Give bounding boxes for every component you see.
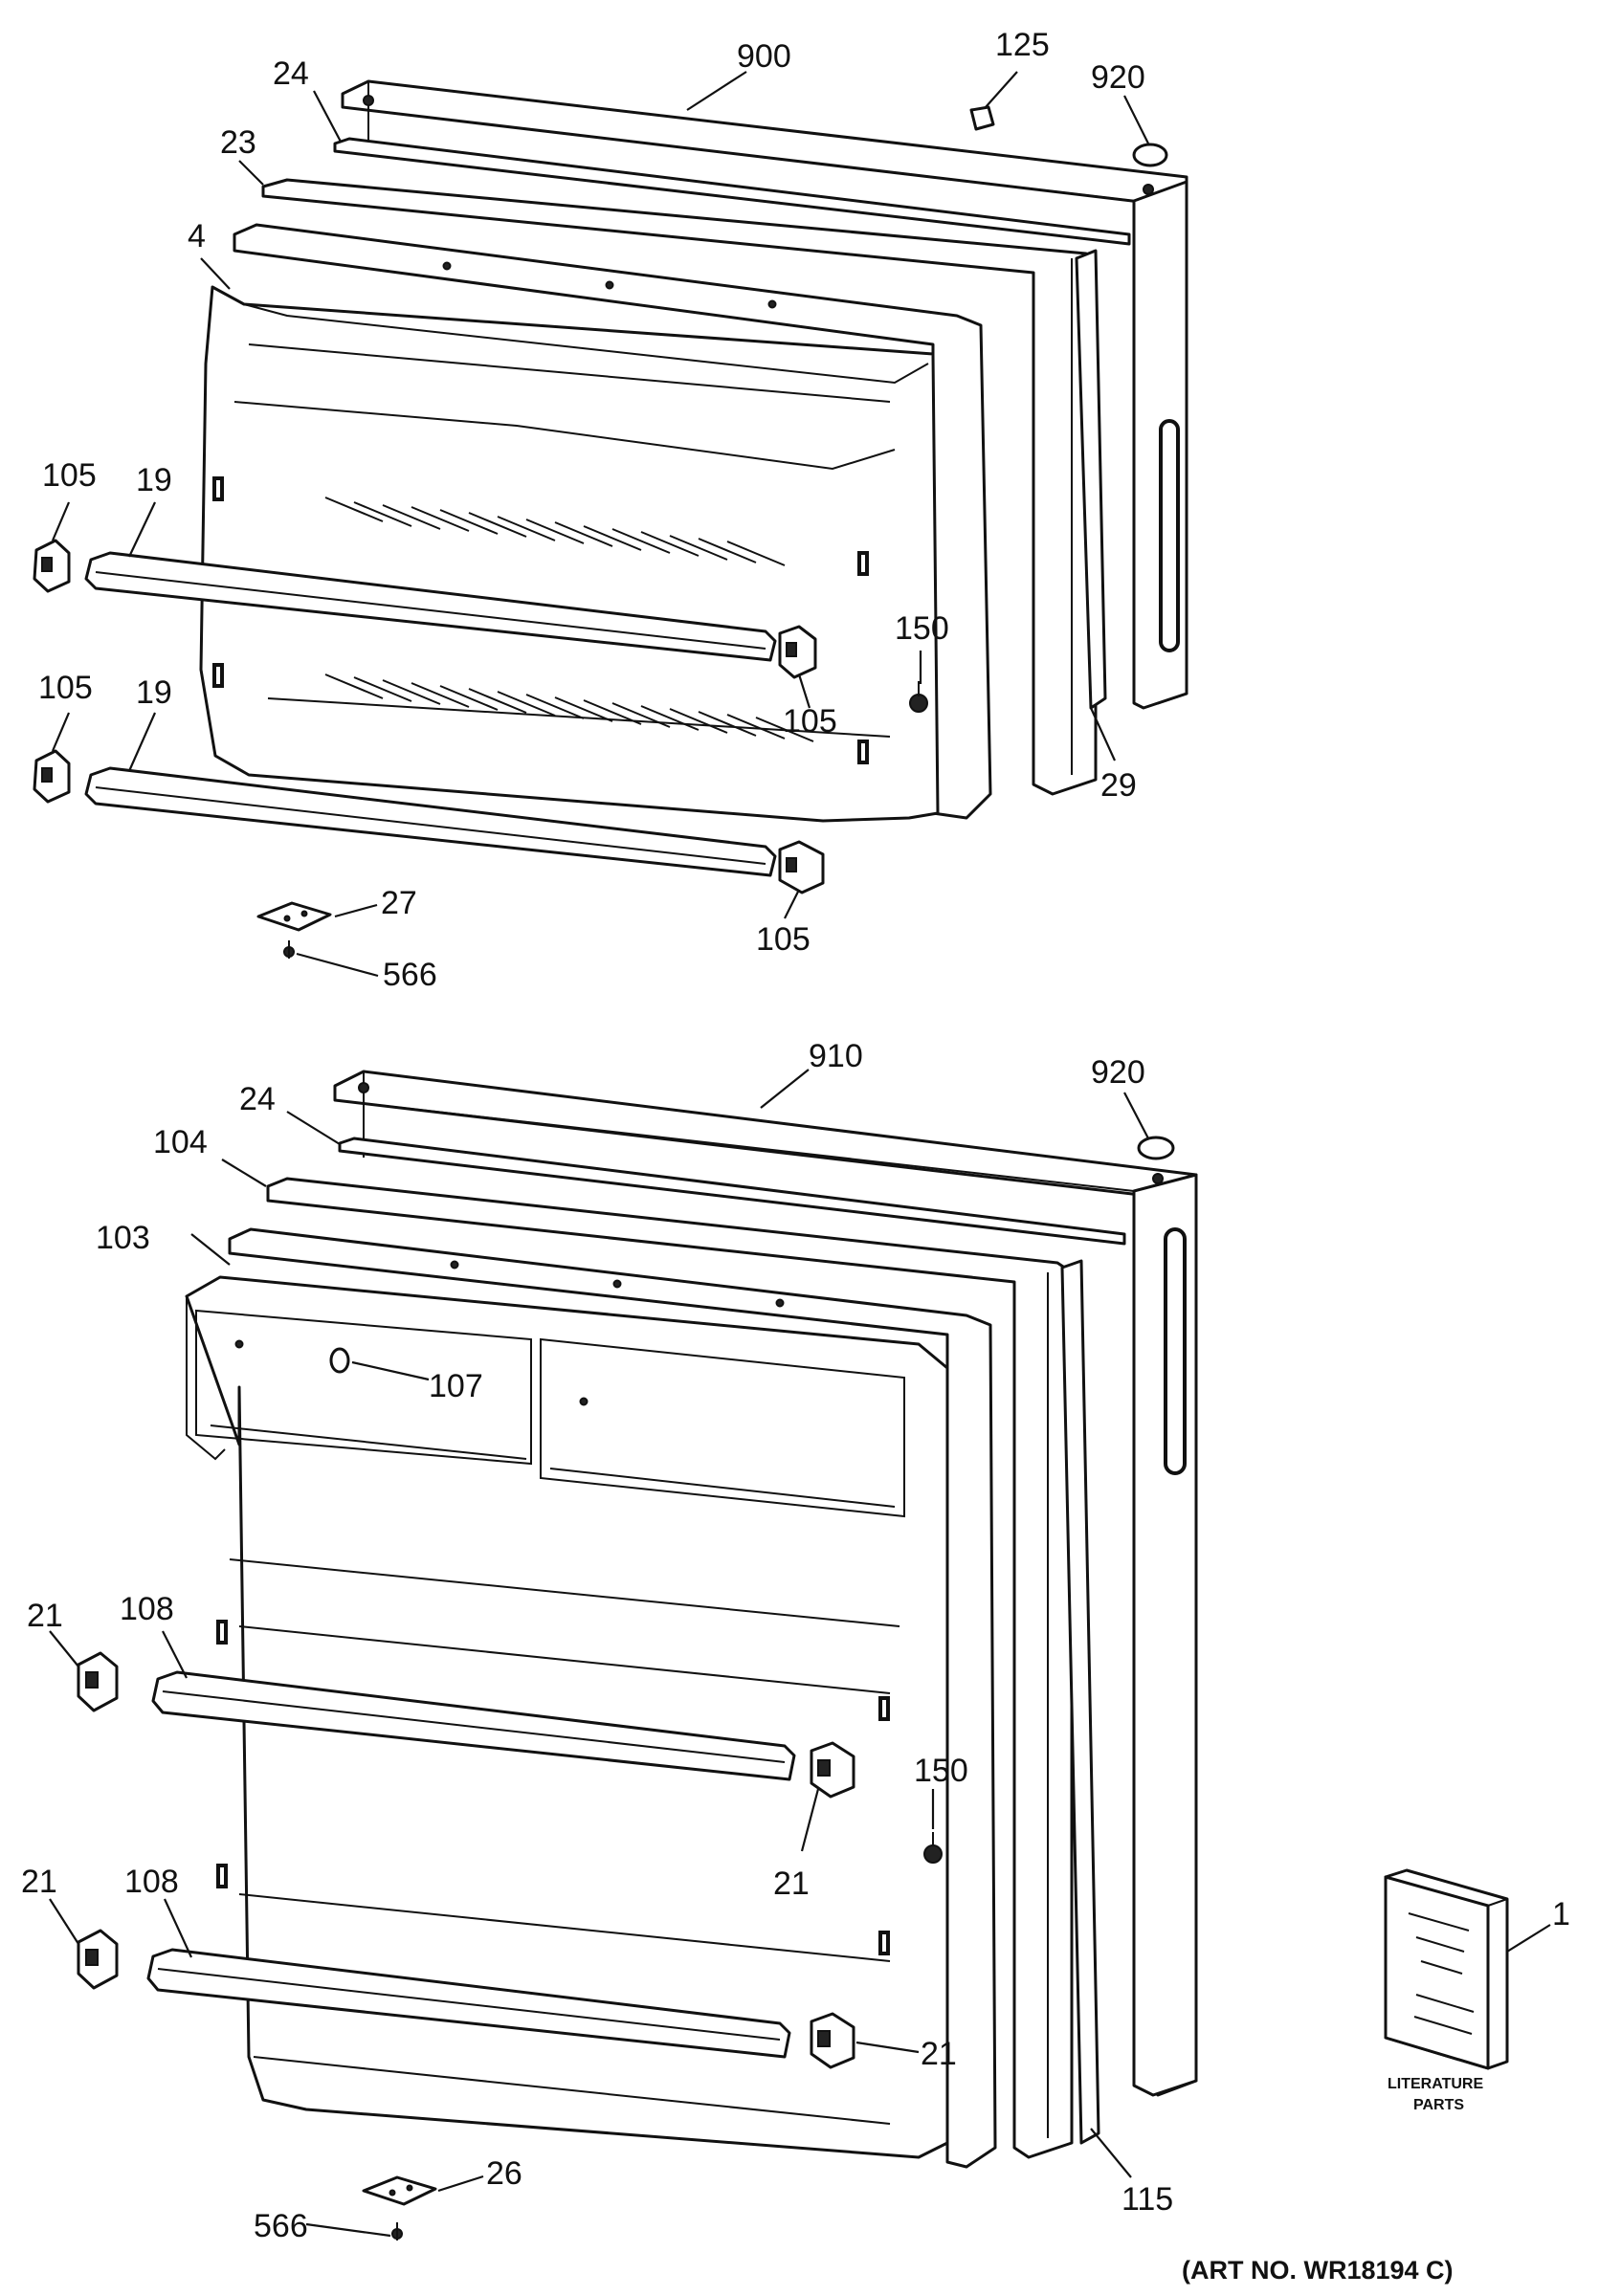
fresh-food-leader-lines (49, 1069, 1551, 2238)
callout-900: 900 (737, 38, 791, 75)
callout-23: 23 (220, 124, 256, 161)
screw-150-fresh (923, 1832, 943, 1864)
literature-label-line1: LITERATURE (1388, 2076, 1483, 2092)
callout-108-upper: 108 (120, 1591, 174, 1627)
screw-566-fresh (391, 2222, 403, 2241)
liner-trim-23 (261, 178, 1098, 796)
callout-104: 104 (153, 1124, 208, 1160)
callout-566-fresh: 566 (254, 2208, 308, 2244)
plug-125 (969, 105, 995, 131)
outer-door-panel-910 (333, 1070, 1198, 2097)
hole-cap-920-fresh (1137, 1136, 1175, 1160)
callout-150-fresh: 150 (914, 1753, 968, 1789)
liner-trim-104 (266, 1177, 1074, 2159)
shelf-bar-19-lower (84, 766, 777, 877)
callout-115: 115 (1122, 2181, 1173, 2218)
callout-26: 26 (486, 2155, 522, 2192)
callout-107: 107 (429, 1368, 483, 1404)
hinge-bracket-27 (256, 901, 332, 932)
callout-125: 125 (995, 27, 1050, 63)
callout-103: 103 (96, 1220, 150, 1256)
shelf-bar-19-upper (84, 551, 777, 662)
callout-105-upper-left: 105 (42, 457, 97, 494)
callout-910: 910 (809, 1038, 863, 1074)
callout-150-freezer: 150 (895, 610, 949, 647)
shelf-support-21-lower-right (810, 2012, 855, 2069)
callout-1: 1 (1552, 1896, 1570, 1932)
shelf-support-21-upper-right (810, 1741, 855, 1799)
callout-29: 29 (1100, 767, 1137, 804)
gasket-24-fresh (338, 1137, 1126, 1246)
callout-920: 920 (1091, 59, 1145, 96)
screw-566-freezer (283, 940, 295, 959)
fresh-food-door-assembly: LITERATURE PARTS 910 920 24 104 (21, 1038, 1570, 2244)
shelf-support-105-lower-right (778, 840, 825, 894)
art-number: (ART NO. WR18194 C) (1182, 2256, 1454, 2285)
gasket-24 (333, 137, 1131, 246)
shelf-support-21-lower-left (77, 1929, 119, 1990)
freezer-door-assembly: 900 125 920 24 23 4 105 19 150 105 105 1… (33, 27, 1188, 993)
callout-24: 24 (273, 55, 309, 92)
plug-107 (329, 1347, 350, 1374)
literature-booklet-1: LITERATURE PARTS (1384, 1868, 1509, 2113)
callout-21-upper-right: 21 (773, 1866, 810, 1902)
hinge-bracket-26 (362, 2175, 437, 2206)
freezer-leader-lines (51, 71, 1149, 978)
outer-door-panel-900 (341, 79, 1188, 710)
shelf-support-105-lower-left (33, 749, 71, 804)
hole-cap-920 (1132, 143, 1168, 167)
callout-21-lower-right: 21 (921, 2036, 957, 2072)
callout-105-lower-left: 105 (38, 670, 93, 706)
door-liner-103 (185, 1227, 997, 2169)
callout-27: 27 (381, 885, 417, 921)
shelf-support-105-upper-right (778, 625, 817, 679)
callout-24-fresh: 24 (239, 1081, 276, 1117)
callout-21-upper-left: 21 (27, 1598, 63, 1634)
callout-19-lower: 19 (136, 674, 172, 711)
seal-strip-115 (1060, 1259, 1100, 2145)
callout-920-fresh: 920 (1091, 1054, 1145, 1091)
shelf-support-21-upper-left (77, 1651, 119, 1712)
callout-21-lower-left: 21 (21, 1864, 57, 1900)
callout-105-lower-right: 105 (756, 921, 811, 958)
callout-19-upper: 19 (136, 462, 172, 498)
callout-108-lower: 108 (124, 1864, 179, 1900)
literature-label-line2: PARTS (1413, 2097, 1464, 2113)
callout-566-freezer: 566 (383, 957, 437, 993)
screw-150-freezer (909, 681, 928, 713)
door-liner-4 (199, 223, 992, 823)
callout-4: 4 (188, 218, 206, 254)
shelf-support-105-upper-left (33, 539, 71, 593)
seal-strip-29 (1075, 249, 1107, 710)
callout-105-upper-right: 105 (783, 703, 837, 740)
